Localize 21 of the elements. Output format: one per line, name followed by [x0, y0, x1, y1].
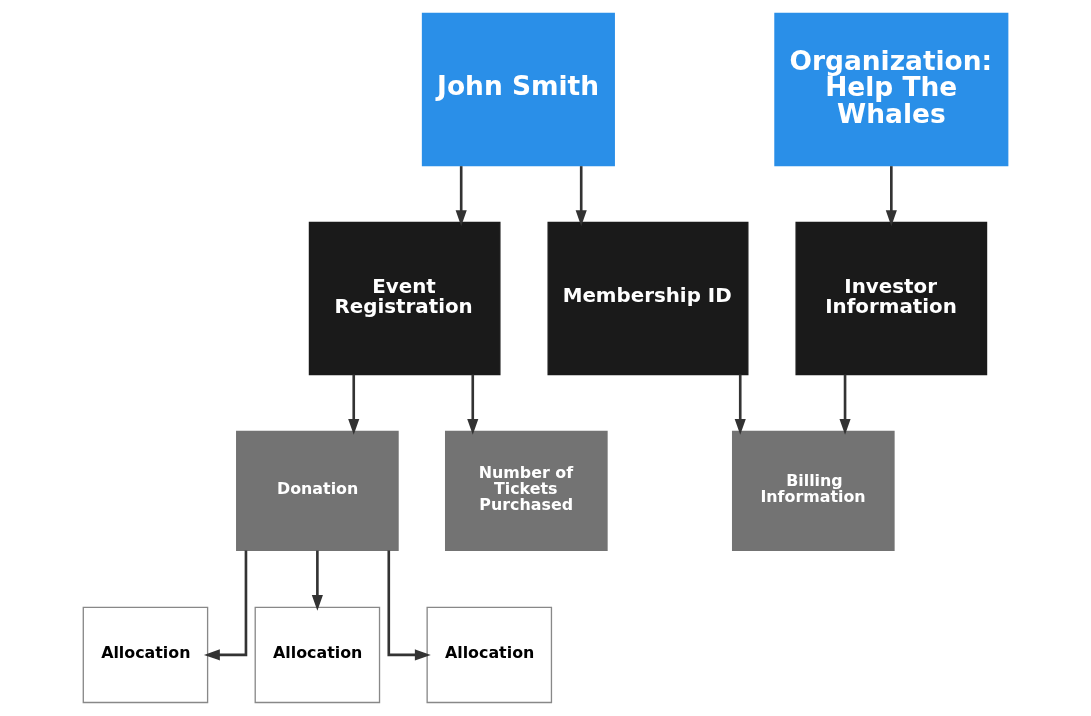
arrow: [839, 374, 851, 435]
node-box: Organization: Help The Whales: [774, 12, 1009, 167]
arrow: [348, 374, 360, 435]
node-box: Investor Information: [795, 221, 988, 376]
arrow: [575, 166, 587, 227]
node-box: John Smith: [421, 12, 615, 167]
node-box: Allocation: [426, 606, 553, 704]
arrow: [885, 166, 897, 227]
node-box: Donation: [236, 430, 399, 552]
node-box: Number of Tickets Purchased: [445, 430, 608, 552]
arrow: [387, 550, 431, 661]
arrow: [311, 550, 323, 611]
node-box: Billing Information: [731, 430, 895, 552]
node-box: Membership ID: [547, 221, 749, 376]
arrow: [455, 166, 467, 227]
arrow: [467, 374, 479, 435]
node-box: Event Registration: [308, 221, 501, 376]
node-box: Allocation: [82, 606, 209, 704]
arrow: [203, 550, 248, 661]
node-box: Allocation: [254, 606, 381, 704]
arrow: [734, 374, 746, 435]
